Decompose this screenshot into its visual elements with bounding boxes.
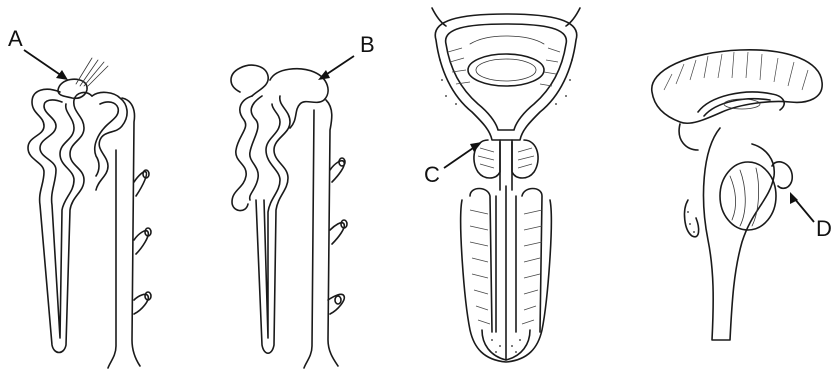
label-d-group: D xyxy=(790,192,832,241)
ventricle-stipple xyxy=(687,211,695,233)
brain-sagittal-diagram xyxy=(652,50,822,340)
label-b-group: B xyxy=(318,32,375,80)
label-a-group: A xyxy=(8,26,68,80)
label-c: C xyxy=(424,162,440,187)
bladder-urethra-diagram xyxy=(432,8,580,362)
label-c-group: C xyxy=(424,142,482,187)
label-b: B xyxy=(360,32,375,57)
label-d: D xyxy=(816,216,832,241)
nephron-diagram-a xyxy=(28,58,151,368)
label-a: A xyxy=(8,26,23,51)
nephron-diagram-b xyxy=(231,65,347,368)
